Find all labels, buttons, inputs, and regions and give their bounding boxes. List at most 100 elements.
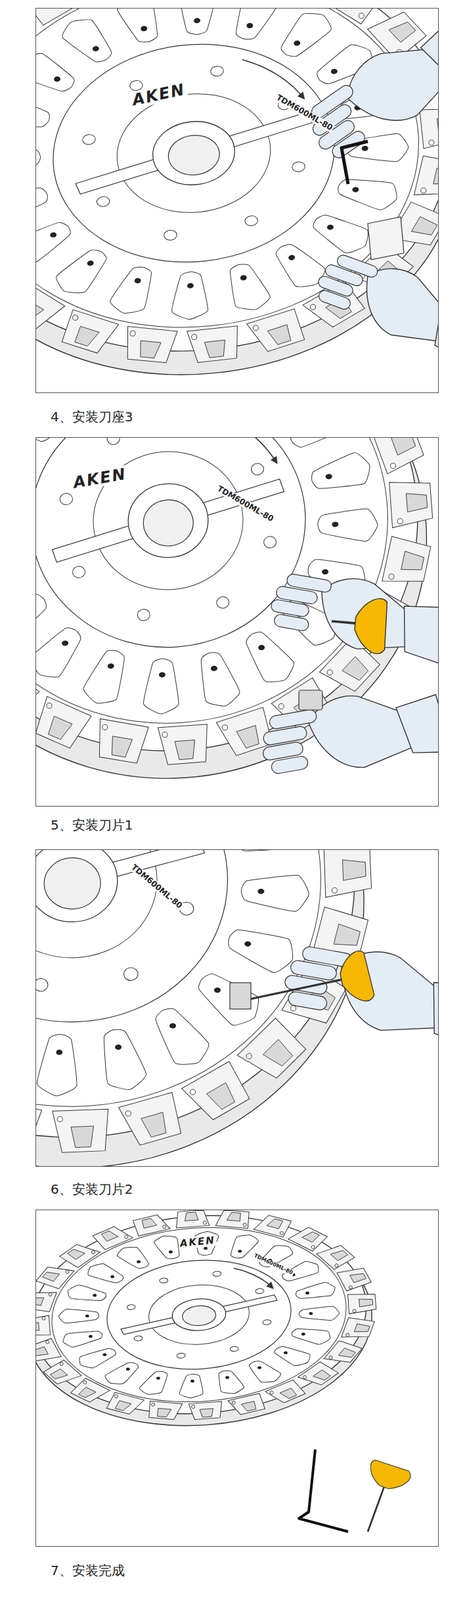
insert <box>399 549 425 571</box>
blade-seat <box>36 1264 76 1290</box>
inner-disc <box>103 1253 295 1374</box>
pocket-hole <box>305 1290 310 1294</box>
pocket-hole <box>244 940 251 946</box>
panel-art <box>36 1209 412 1538</box>
insert <box>174 739 196 760</box>
pocket-hole <box>258 644 266 651</box>
blade-seat <box>132 1213 171 1236</box>
chip-pocket <box>36 626 84 679</box>
bore <box>166 132 222 178</box>
cutter-head <box>36 1209 384 1436</box>
pocket-hole <box>361 145 369 152</box>
insert <box>298 689 323 710</box>
pocket-hole <box>156 1375 161 1379</box>
screw <box>57 1115 63 1121</box>
chip-pocket <box>227 927 293 974</box>
chip-pocket <box>80 648 128 704</box>
insert <box>332 922 361 946</box>
insert <box>199 1407 214 1417</box>
pocket-hole <box>246 22 254 29</box>
insert <box>236 724 260 749</box>
finger <box>287 989 328 1011</box>
panel-art <box>36 437 439 796</box>
blade-seat <box>264 1377 307 1403</box>
bolt-hole <box>212 1270 222 1276</box>
bolt-hole <box>137 608 151 621</box>
chip-pocket <box>103 1027 148 1090</box>
insert <box>405 491 428 512</box>
chip-pocket <box>248 1358 282 1382</box>
panel-art <box>36 849 439 1166</box>
bolt-hole <box>263 535 277 548</box>
bolt-hole <box>107 437 121 445</box>
pocket-hole <box>91 45 100 52</box>
pocket-hole <box>325 473 333 480</box>
screw <box>311 1243 315 1248</box>
pocket-hole <box>86 260 94 266</box>
screw <box>59 1360 64 1365</box>
chip-pocket <box>58 1305 100 1323</box>
insert <box>47 714 74 741</box>
chip-pocket <box>229 261 272 312</box>
screw <box>48 1291 52 1295</box>
insert <box>204 339 227 358</box>
chip-pocket <box>87 1261 125 1284</box>
key-slot <box>70 111 318 195</box>
hub <box>36 849 119 923</box>
blade-seat <box>323 849 372 897</box>
finger <box>270 754 309 774</box>
chip-pocket <box>177 1372 203 1397</box>
t-driver <box>348 1456 412 1538</box>
inner-disc <box>42 30 345 276</box>
step-panel: 7、安装完成 <box>35 1208 439 1546</box>
gloved-hand <box>266 564 439 663</box>
screw <box>45 1339 49 1343</box>
pocket-hole <box>114 1043 122 1049</box>
screw <box>420 187 427 194</box>
blade-seat <box>322 1337 363 1363</box>
screw <box>390 462 397 469</box>
insert <box>388 21 417 44</box>
insert <box>262 1037 293 1066</box>
blade-seat <box>36 1336 62 1361</box>
insert <box>330 1249 349 1261</box>
insert <box>312 1368 332 1380</box>
screw <box>191 1403 195 1407</box>
insert <box>354 1322 371 1332</box>
pocket-hole <box>133 277 142 284</box>
brand-mark: AKEN <box>70 464 130 492</box>
screw <box>358 13 365 20</box>
driver-shaft <box>367 1485 385 1531</box>
hub-ring <box>147 1280 252 1347</box>
chip-pocket <box>317 507 379 544</box>
inner-disc <box>36 437 314 657</box>
insert <box>184 1211 199 1221</box>
chip-pocket <box>53 248 110 295</box>
screw <box>243 1222 247 1226</box>
insert <box>241 1400 257 1411</box>
pocket-hole <box>237 1248 242 1252</box>
blade-seat <box>371 437 425 475</box>
rotation-arrow <box>242 53 305 105</box>
blade-seat <box>296 1359 339 1386</box>
screw <box>91 1249 95 1253</box>
screw <box>231 1399 236 1403</box>
step-panel: 5、安装刀片1 <box>35 436 439 806</box>
pocket-hole <box>158 671 167 678</box>
screw <box>310 304 316 310</box>
screw <box>302 1373 307 1378</box>
pocket-hole <box>190 1378 195 1382</box>
pocket-hole <box>293 40 301 46</box>
bolt-hole <box>262 1318 272 1324</box>
wheel-face <box>36 849 364 1147</box>
chip-pocket <box>138 1369 169 1394</box>
screw <box>221 724 228 731</box>
pocket-hole <box>61 639 69 646</box>
blade-seat <box>36 1314 50 1336</box>
chip-pocket <box>78 1347 117 1369</box>
screw <box>290 1004 296 1011</box>
pocket-hole <box>126 1366 131 1370</box>
blade-seat <box>52 1107 110 1152</box>
pocket-hole <box>257 1364 262 1369</box>
blade-seat <box>378 533 433 584</box>
